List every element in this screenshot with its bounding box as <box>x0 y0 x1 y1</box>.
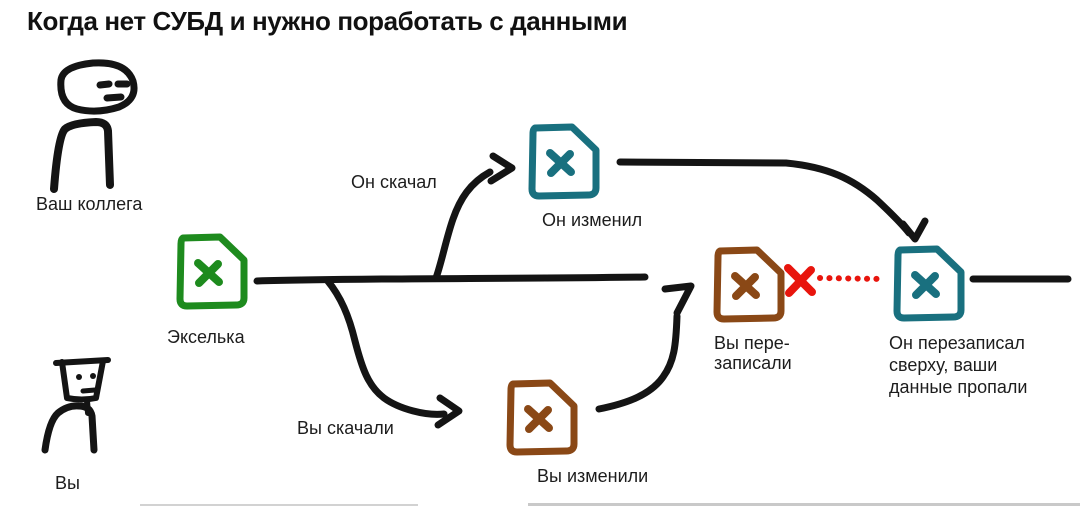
he-downloaded-label: Он скачал <box>351 172 437 192</box>
you-head <box>59 358 106 403</box>
colleague-figure <box>50 59 138 193</box>
you-figure <box>41 357 111 454</box>
you-mouth <box>80 387 98 394</box>
colleague-left-eye <box>96 80 113 89</box>
he-downloaded-arrowhead-icon <box>487 152 516 185</box>
he-downloaded-arrow <box>432 168 494 282</box>
you-downloaded-arrowhead-icon <box>434 394 463 429</box>
you-downloaded-label: Вы скачали <box>297 418 394 438</box>
excel-label: Экселька <box>167 327 245 347</box>
conflict-dotted-line <box>817 275 887 282</box>
you-changed-file-icon <box>510 383 574 452</box>
colleague-label: Ваш коллега <box>36 194 143 214</box>
colleague-head <box>57 59 138 115</box>
he-overwrote-file-icon <box>897 249 961 318</box>
he-changed-file-icon <box>532 127 596 196</box>
conflict-x-icon <box>784 264 816 297</box>
you-overwrote-arrowhead-icon <box>661 282 695 317</box>
cropped-bottom-line <box>140 504 418 506</box>
he-overwrote-arrowhead-icon <box>899 217 929 243</box>
colleague-body <box>50 118 114 193</box>
he-overwrote-arrow <box>616 158 913 237</box>
you-overwrote-label: Вы пере- записали <box>714 333 792 373</box>
you-changed-label: Вы изменили <box>537 466 649 486</box>
main-timeline <box>253 273 649 285</box>
you-label: Вы <box>55 473 80 493</box>
page-title: Когда нет СУБД и нужно поработать с данн… <box>27 6 628 36</box>
you-right-eye <box>90 373 96 379</box>
colleague-mouth <box>103 93 125 102</box>
flow-arrows <box>253 152 1072 429</box>
you-overwrote-arrow <box>595 312 681 413</box>
you-body <box>41 402 98 454</box>
he-overwrote-label: Он перезаписал сверху, ваши данные пропа… <box>889 333 1028 397</box>
he-changed-label: Он изменил <box>542 210 643 230</box>
you-downloaded-arrow <box>323 276 448 418</box>
cropped-bottom-line <box>528 503 1080 506</box>
excel-file-icon <box>180 237 244 306</box>
you-overwrote-file-icon <box>717 250 781 319</box>
you-left-eye <box>76 374 82 380</box>
